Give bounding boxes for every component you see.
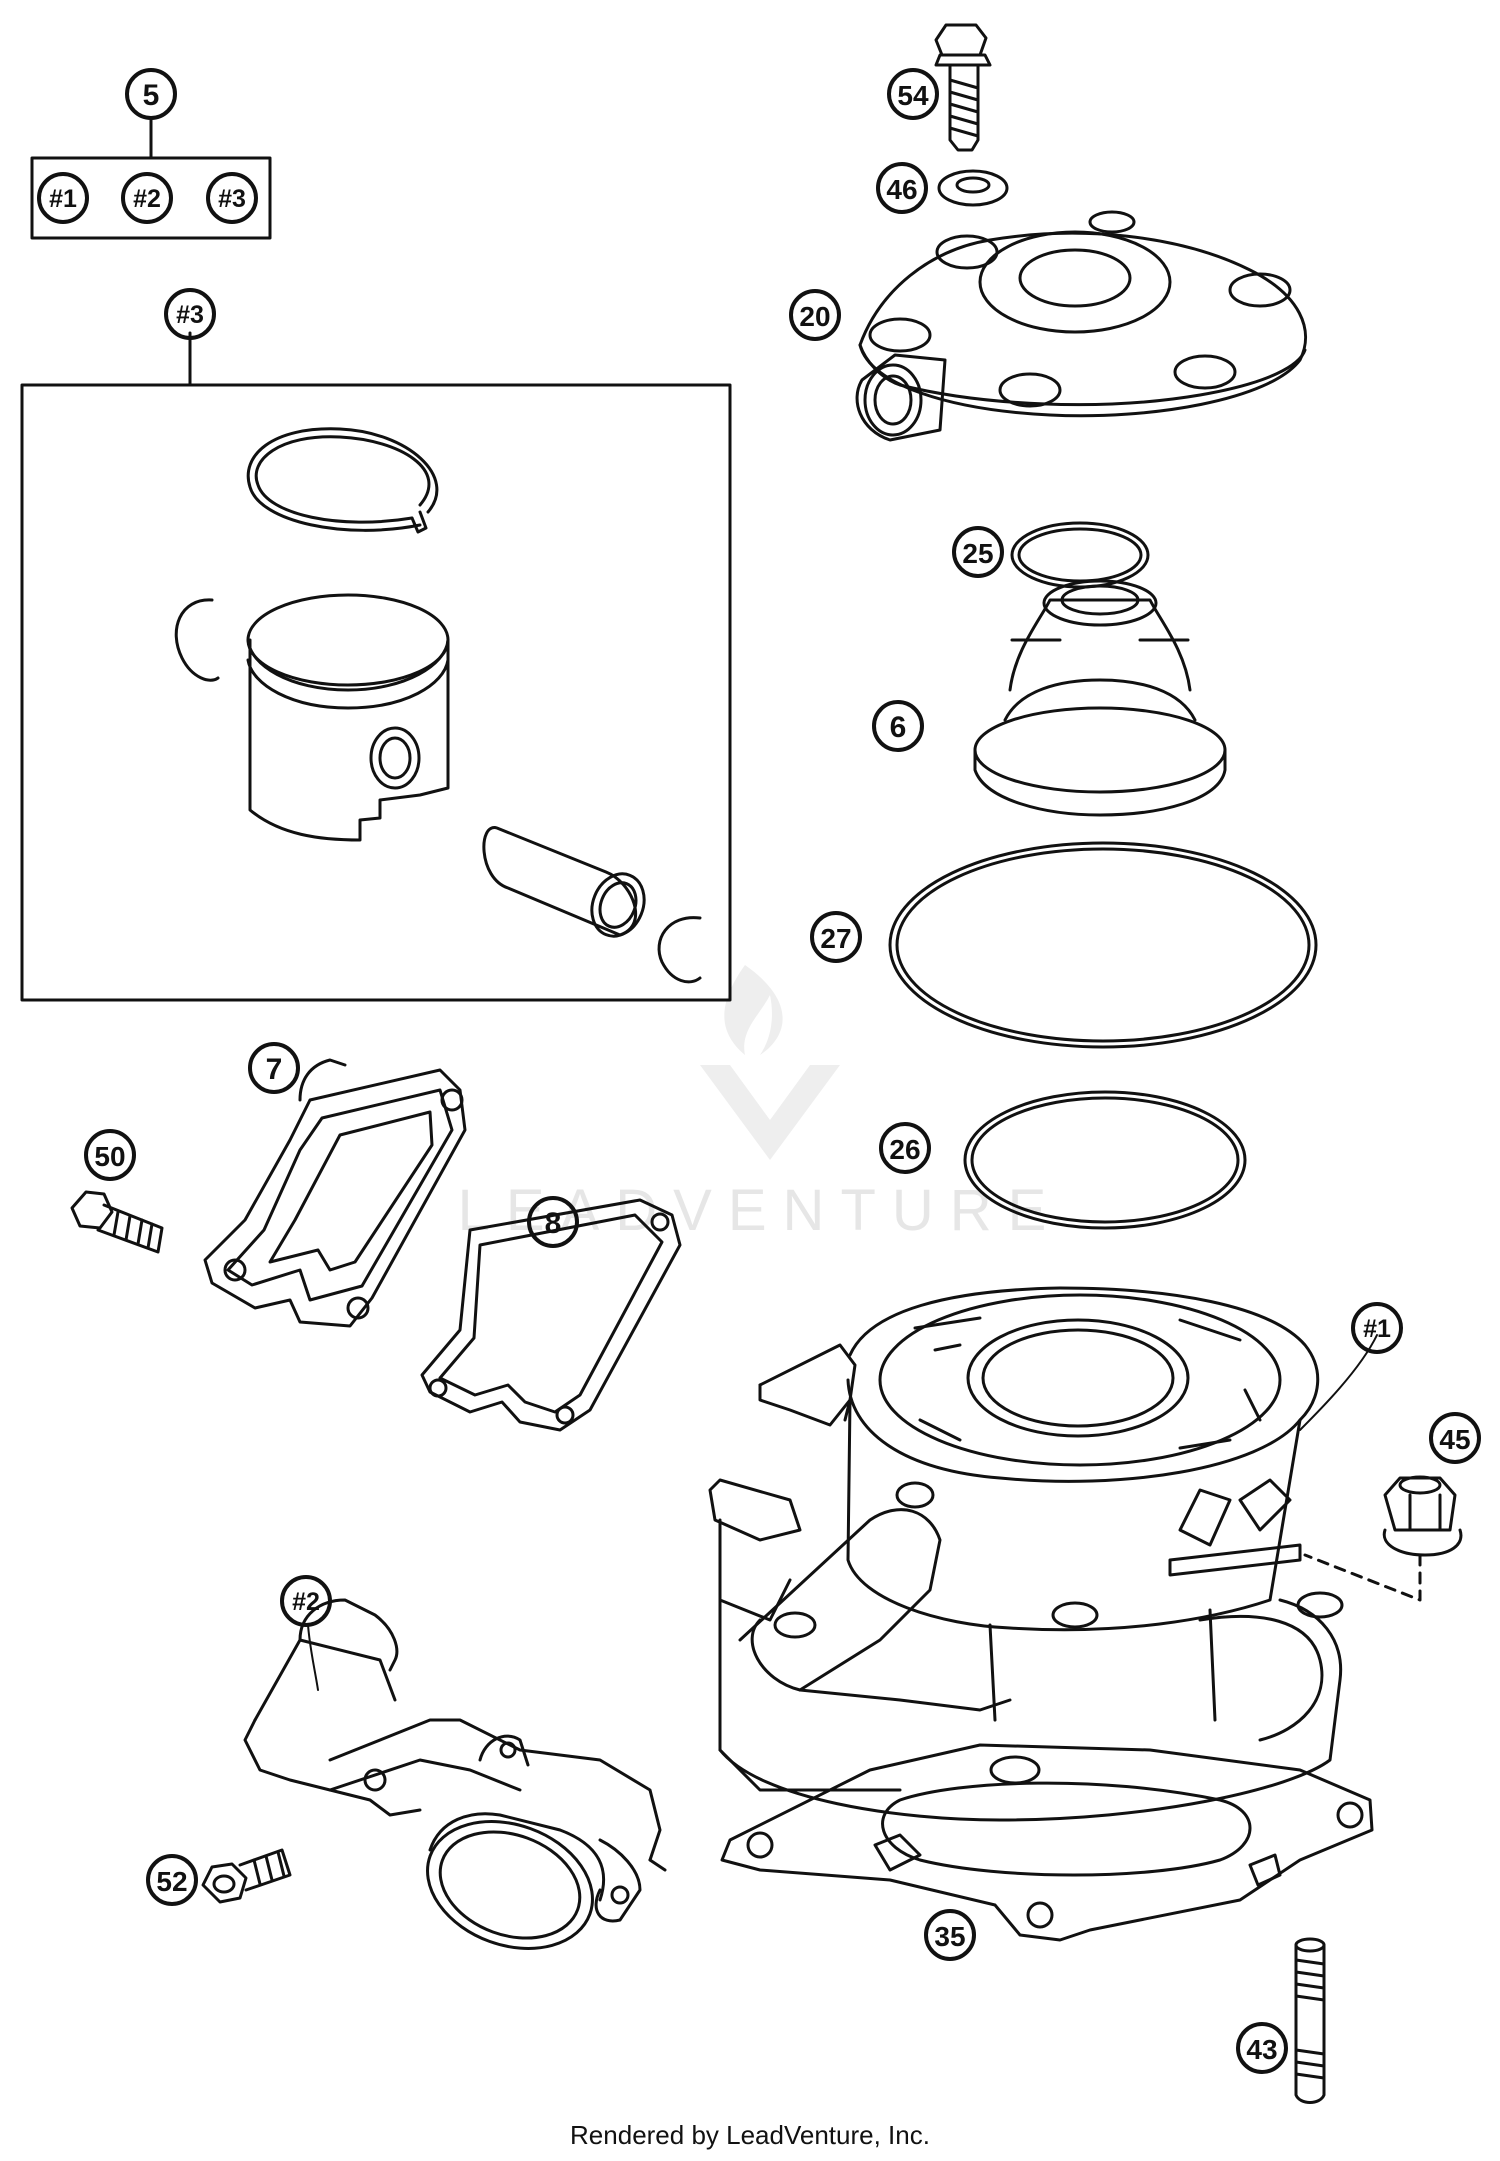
svg-text:#1: #1 <box>49 185 77 213</box>
svg-text:#3: #3 <box>218 185 246 213</box>
piston <box>246 593 450 842</box>
callout-6: 6 <box>872 700 924 752</box>
combustion-chamber-insert <box>973 579 1227 817</box>
circlip-right <box>657 916 702 984</box>
svg-text:52: 52 <box>156 1866 187 1897</box>
callout-46: 46 <box>876 162 928 214</box>
svg-text:#2: #2 <box>133 185 161 213</box>
callout-8: 8 <box>527 1196 579 1248</box>
callout-5: 5 <box>125 68 177 120</box>
callout-exhaust-2: #2 <box>280 1575 332 1627</box>
svg-text:8: 8 <box>545 1207 562 1240</box>
callout-7: 7 <box>248 1042 300 1094</box>
svg-text:54: 54 <box>897 80 929 111</box>
callout-43: 43 <box>1236 2022 1288 2074</box>
callout-26: 26 <box>879 1122 931 1174</box>
reed-valve-housing <box>203 1058 467 1328</box>
exhaust-control-bolt <box>201 1848 292 1904</box>
reed-valve-gasket <box>420 1198 682 1432</box>
circlip-left <box>174 598 220 682</box>
cylinder-head-bolt <box>934 23 992 152</box>
svg-text:45: 45 <box>1439 1424 1470 1455</box>
reed-valve-bolt <box>70 1190 164 1254</box>
cylinder-stud <box>1294 1937 1326 2104</box>
o-ring-medium <box>963 1090 1247 1230</box>
watermark: LEADVENTURE <box>458 965 1063 1243</box>
callout-piston-kit-3: #3 <box>164 288 216 340</box>
piston-kit-box <box>20 383 732 1002</box>
callout-50: 50 <box>84 1129 136 1181</box>
svg-text:7: 7 <box>266 1053 283 1086</box>
callout-kit-1: #1 <box>37 172 89 224</box>
svg-text:25: 25 <box>962 538 993 569</box>
flange-nut <box>1303 1475 1463 1602</box>
o-ring-large <box>888 841 1318 1049</box>
callout-20: 20 <box>789 289 841 341</box>
cylinder-base-gasket <box>720 1743 1374 1942</box>
svg-text:#2: #2 <box>292 1588 320 1616</box>
svg-text:6: 6 <box>890 711 907 744</box>
svg-text:#1: #1 <box>1363 1315 1391 1343</box>
svg-text:20: 20 <box>799 301 830 332</box>
svg-text:#3: #3 <box>176 301 204 329</box>
piston-ring <box>246 427 439 534</box>
svg-text:43: 43 <box>1246 2034 1277 2065</box>
svg-text:46: 46 <box>886 174 917 205</box>
washer <box>937 169 1009 207</box>
svg-text:27: 27 <box>820 923 851 954</box>
callout-kit-2: #2 <box>121 172 173 224</box>
watermark-text: LEADVENTURE <box>458 1178 1063 1243</box>
cylinder-head <box>855 210 1308 442</box>
footer-credit: Rendered by LeadVenture, Inc. <box>570 2120 930 2150</box>
callout-cylinder-1: #1 <box>1351 1302 1403 1354</box>
callout-54: 54 <box>887 68 939 120</box>
svg-text:50: 50 <box>94 1141 125 1172</box>
callout-kit-3: #3 <box>206 172 258 224</box>
leader-lines <box>307 1334 1378 1691</box>
cylinder <box>708 1286 1344 1822</box>
svg-text:26: 26 <box>889 1134 920 1165</box>
piston-pin <box>482 826 646 938</box>
callout-45: 45 <box>1429 1412 1481 1464</box>
callout-35: 35 <box>924 1909 976 1961</box>
exhaust-control <box>243 1598 667 1950</box>
svg-text:5: 5 <box>143 79 160 112</box>
svg-text:35: 35 <box>934 1921 965 1952</box>
o-ring-small <box>1010 521 1150 589</box>
callout-27: 27 <box>810 911 862 963</box>
callout-52: 52 <box>146 1854 198 1906</box>
callout-25: 25 <box>952 526 1004 578</box>
